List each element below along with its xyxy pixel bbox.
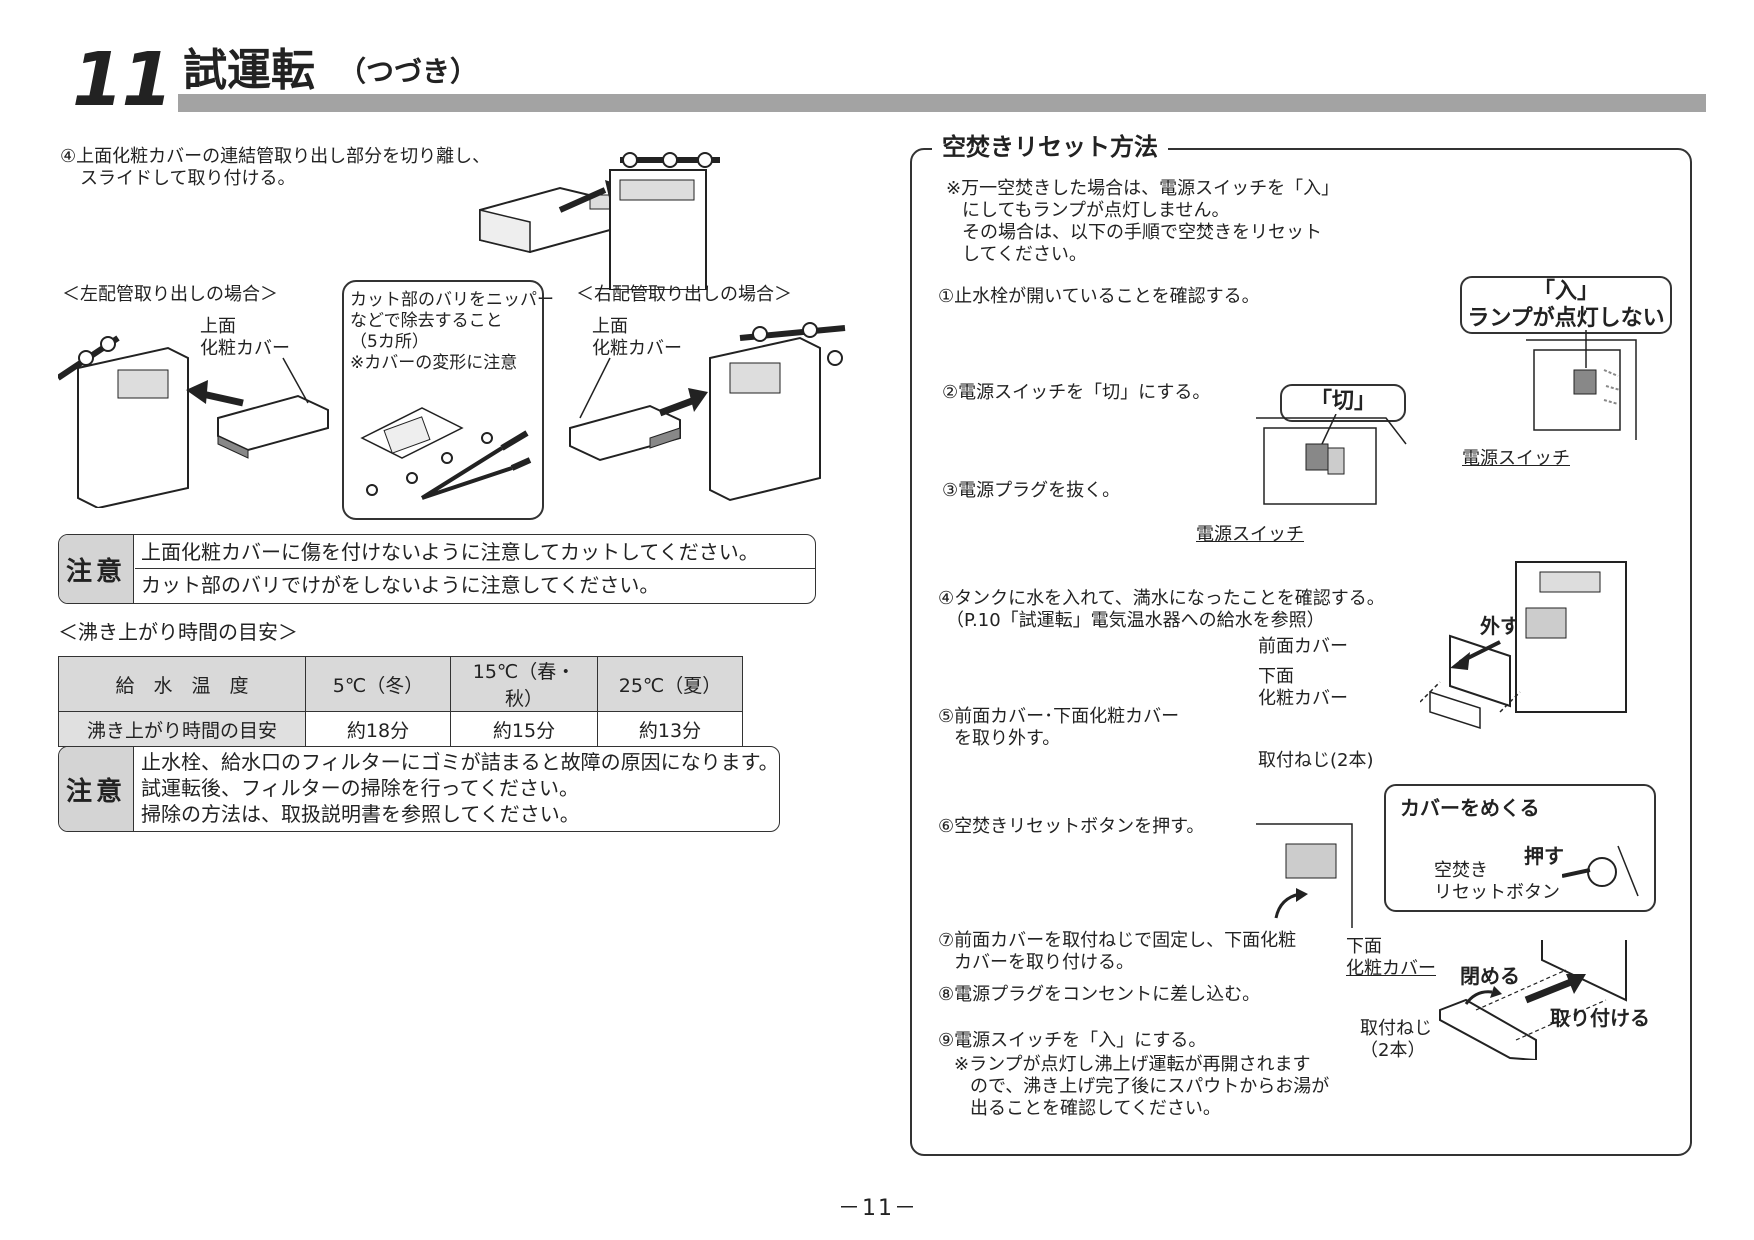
- table-cell: 約15分: [450, 711, 598, 747]
- table-cell: 約18分: [305, 711, 451, 747]
- page-title-sub: （つづき）: [338, 55, 479, 88]
- cut-note-line: などで除去すること: [350, 311, 503, 331]
- label-cover-right: 化粧カバー: [592, 338, 682, 359]
- label-cover-left: 化粧カバー: [200, 338, 290, 359]
- callout-on-line2: ランプが点灯しない: [1467, 306, 1665, 331]
- page-title: 試運転: [183, 45, 315, 96]
- table-cell: 沸き上がり時間の目安: [58, 711, 306, 747]
- lower-cover-label: 化粧カバー: [1258, 688, 1348, 709]
- caution-box-1: 注意 上面化粧カバーに傷を付けないように注意してカットしてください。 カット部の…: [58, 534, 816, 604]
- attach-label: 取り付ける: [1550, 1006, 1650, 1030]
- table-row: 沸き上がり時間の目安 約18分 約15分 約13分: [58, 711, 743, 747]
- switch-off-figure: [1256, 414, 1416, 514]
- caution1-line1: 上面化粧カバーに傷を付けないように注意してカットしてください。: [135, 537, 815, 569]
- screws-label-2a: 取付ねじ: [1360, 1018, 1432, 1039]
- caution2-line2: 試運転後、フィルターの掃除を行ってください。: [141, 776, 579, 800]
- caution1-line2: カット部のバリでけがをしないように注意してください。: [141, 573, 660, 597]
- caution-box-2: 注意 止水栓、給水口のフィルターにゴミが詰まると故障の原因になります。 試運転後…: [58, 746, 780, 832]
- close-label: 閉める: [1460, 964, 1520, 988]
- reset-button-label2: リセットボタン: [1434, 882, 1560, 903]
- reset-panel: [910, 148, 1692, 1156]
- step7-line1: ⑦前面カバーを取付ねじで固定し、下面化粧: [938, 930, 1297, 951]
- intro-line: ※万一空焚きした場合は、電源スイッチを「入」: [946, 178, 1340, 199]
- push-label: 押す: [1524, 844, 1564, 868]
- cut-note-line: ※カバーの変形に注意: [350, 353, 518, 373]
- step9-note-line: ので、沸き上げ完了後にスパウトからお湯が: [970, 1076, 1330, 1097]
- label-top-right: 上面: [592, 316, 628, 337]
- screws-label-1: 取付ねじ(2本): [1258, 750, 1374, 771]
- left-pipe-heading: ＜左配管取り出しの場合＞: [62, 284, 278, 305]
- step4-line1: ④上面化粧カバーの連結管取り出し部分を切り離し、: [60, 146, 491, 167]
- caution-label: 注意: [59, 535, 134, 603]
- intro-line: その場合は、以下の手順で空焚きをリセット: [962, 222, 1322, 243]
- push-hand-drawing: [1562, 845, 1639, 897]
- nipper-drawing: [360, 407, 532, 500]
- step9: ⑨電源スイッチを「入」にする。: [938, 1030, 1207, 1051]
- front-cover-label: 前面カバー: [1258, 636, 1348, 657]
- step1: ①止水栓が開いていることを確認する。: [938, 286, 1260, 307]
- reset-button-label1: 空焚き: [1434, 860, 1488, 881]
- callout-off: 「切」: [1280, 384, 1406, 422]
- step9-note-line: ※ランプが点灯し沸上げ運転が再開されます: [954, 1054, 1311, 1075]
- table-cell: 約13分: [597, 711, 743, 747]
- step4-line1: ④タンクに水を入れて、満水になったことを確認する。: [938, 588, 1385, 609]
- cut-note-line: （5カ所）: [350, 332, 429, 352]
- switch-on-figure: [1526, 330, 1656, 450]
- step6: ⑥空焚きリセットボタンを押す。: [938, 816, 1205, 837]
- step9-note-line: 出ることを確認してください。: [970, 1098, 1221, 1119]
- right-pipe-figure: [560, 318, 850, 508]
- section-number: 11: [72, 37, 173, 123]
- step5-line2: を取り外す。: [954, 728, 1061, 749]
- table-header-row: 給 水 温 度 5℃（冬） 15℃（春・秋） 25℃（夏）: [58, 656, 743, 712]
- top-cover-figure: [470, 140, 740, 290]
- callout-flip-cover: カバーをめくる 押す 空焚き リセットボタン: [1384, 784, 1656, 912]
- label-top-left: 上面: [200, 316, 236, 337]
- step8: ⑧電源プラグをコンセントに差し込む。: [938, 984, 1261, 1005]
- caution-label: 注意: [59, 747, 134, 831]
- callout-on: 「入」 ランプが点灯しない: [1460, 276, 1672, 334]
- page-number: －11－: [838, 1196, 918, 1221]
- lower-label-2: 下面: [1346, 936, 1382, 957]
- boil-heading: ＜沸き上がり時間の目安＞: [58, 620, 298, 644]
- step3: ③電源プラグを抜く。: [942, 480, 1121, 501]
- intro-line: にしてもランプが点灯しません。: [962, 200, 1230, 221]
- caution2-line1: 止水栓、給水口のフィルターにゴミが詰まると故障の原因になります。: [141, 750, 779, 774]
- table-header-cell: 5℃（冬）: [305, 656, 451, 712]
- step5-line1: ⑤前面カバー･下面化粧カバー: [938, 706, 1180, 727]
- step2: ②電源スイッチを「切」にする。: [942, 382, 1211, 403]
- lower-cover-attach-figure: [1436, 940, 1646, 1060]
- callout-flip-text: カバーをめくる: [1400, 796, 1540, 820]
- cut-note-line: カット部のバリをニッパー: [350, 290, 554, 310]
- left-pipe-figure: [58, 318, 338, 508]
- table-header-cell: 25℃（夏）: [597, 656, 743, 712]
- reset-title: 空焚きリセット方法: [932, 132, 1168, 162]
- caution2-line3: 掃除の方法は、取扱説明書を参照してください。: [141, 802, 580, 826]
- boil-time-table: 給 水 温 度 5℃（冬） 15℃（春・秋） 25℃（夏） 沸き上がり時間の目安…: [58, 656, 743, 747]
- right-pipe-heading: ＜右配管取り出しの場合＞: [576, 284, 792, 305]
- lower-label: 下面: [1258, 666, 1294, 687]
- table-header-cell: 給 水 温 度: [58, 656, 306, 712]
- cut-note-bubble: カット部のバリをニッパー などで除去すること （5カ所） ※カバーの変形に注意: [342, 280, 554, 520]
- step4-line2: スライドして取り付ける。: [80, 168, 296, 189]
- lower-cover-label-2: 化粧カバー: [1346, 958, 1436, 979]
- table-header-cell: 15℃（春・秋）: [450, 656, 598, 712]
- screws-label-2b: （2本）: [1360, 1040, 1426, 1061]
- intro-line: してください。: [962, 244, 1087, 265]
- header-bar: [178, 94, 1706, 112]
- power-switch-label-2: 電源スイッチ: [1196, 524, 1304, 545]
- front-cover-removal-figure: [1420, 552, 1640, 732]
- step4-line2: （P.10「試運転」電気温水器への給水を参照）: [946, 610, 1325, 631]
- remove-label: 外す: [1480, 614, 1520, 638]
- step7-line2: カバーを取り付ける。: [954, 952, 1134, 973]
- callout-on-line1: 「入」: [1532, 279, 1599, 304]
- reset-button-figure: [1256, 818, 1372, 928]
- power-switch-label-1: 電源スイッチ: [1462, 448, 1570, 469]
